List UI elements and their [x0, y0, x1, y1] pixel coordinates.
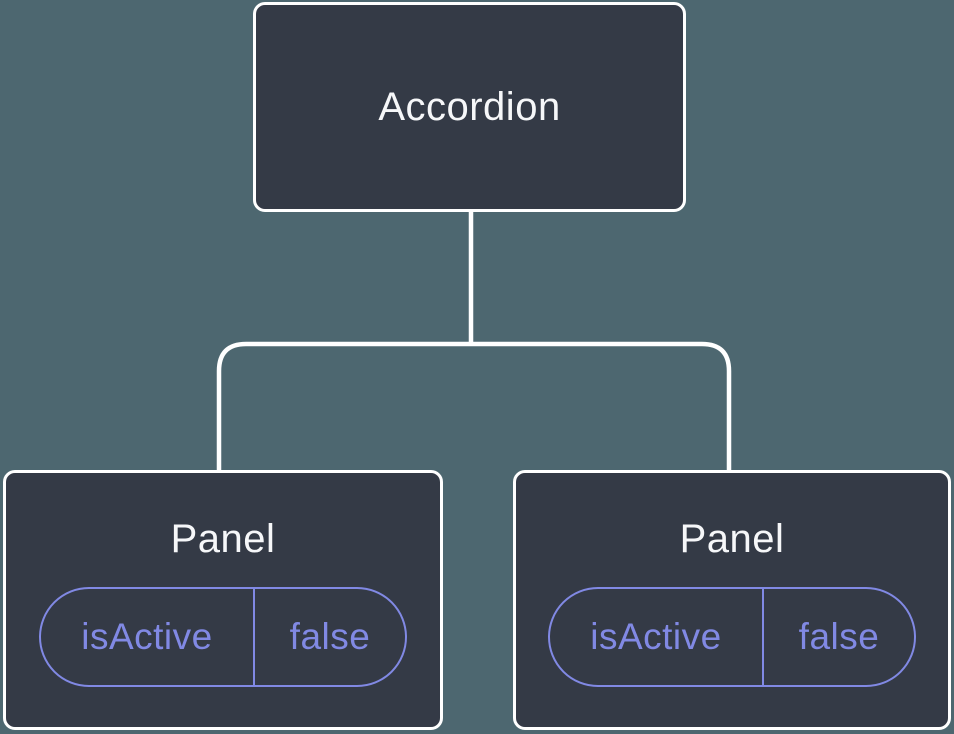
panel-node-right: Panel isActive false — [513, 470, 951, 730]
accordion-node-label: Accordion — [378, 85, 561, 129]
panel-node-right-label: Panel — [679, 517, 785, 561]
state-name: isActive — [41, 589, 255, 685]
accordion-node: Accordion — [253, 2, 686, 212]
state-pill-left: isActive false — [39, 587, 407, 687]
state-value: false — [798, 616, 880, 657]
panel-node-left-label: Panel — [170, 517, 276, 561]
state-pill-right: isActive false — [548, 587, 916, 687]
state-value: false — [289, 616, 371, 657]
panel-node-left: Panel isActive false — [3, 470, 443, 730]
state-name: isActive — [550, 589, 764, 685]
